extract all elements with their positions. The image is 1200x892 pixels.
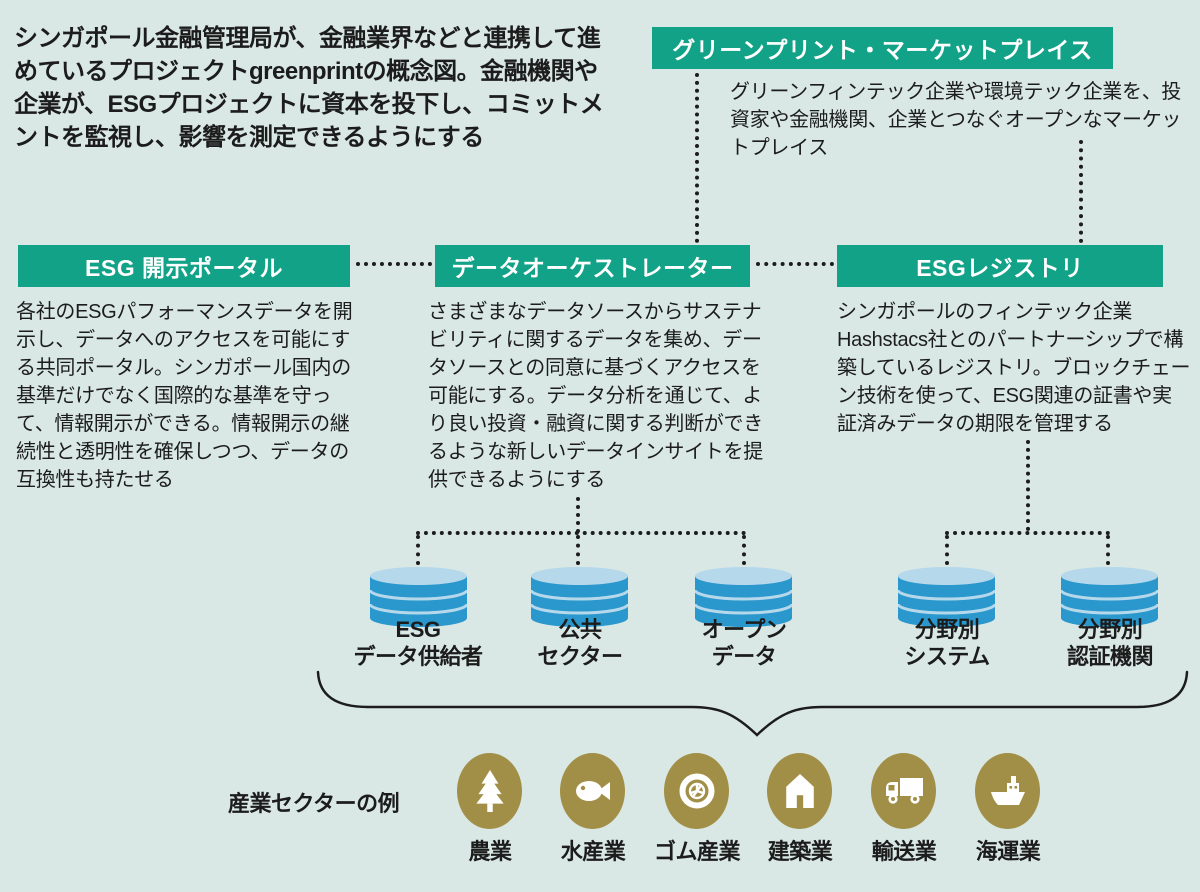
marketplace-header: グリーンプリント・マーケットプレイス xyxy=(652,27,1113,69)
tire-icon xyxy=(679,773,714,809)
dotted-connector-marketplace-orchestrator xyxy=(695,73,699,243)
dotted-connector-orchestrator-registry xyxy=(756,262,834,266)
database-icon xyxy=(529,566,630,628)
data-orchestrator-title: データオーケストレーター xyxy=(451,255,734,281)
dotted-drop-sector-system xyxy=(945,535,949,565)
dotted-connector-portal-orchestrator xyxy=(356,262,432,266)
intro-text: シンガポール金融管理局が、金融業界などと連携して進めているプロジェクトgreen… xyxy=(14,25,604,151)
database-label-open-data: オープン データ xyxy=(701,617,787,669)
sector-shipping xyxy=(975,753,1040,829)
data-orchestrator-description: さまざまなデータソースからサステナビリティに関するデータを集め、データソースとの… xyxy=(428,301,763,491)
ship-icon xyxy=(990,776,1025,805)
tree-icon xyxy=(475,770,504,812)
header-esg-registry: ESGレジストリ xyxy=(837,245,1163,287)
fish-icon xyxy=(575,781,610,801)
sector-rubber xyxy=(664,753,729,829)
dotted-drop-public-sector xyxy=(576,535,580,565)
database-label-sector-system: 分野別 システム xyxy=(904,617,990,669)
dotted-connector-marketplace-registry xyxy=(1079,140,1083,243)
esg-registry-title: ESGレジストリ xyxy=(916,255,1084,281)
esg-portal-description: 各社のESGパフォーマンスデータを開示し、データへのアクセスを可能にする共同ポー… xyxy=(16,301,353,491)
marketplace-description: グリーンフィンテック企業や環境テック企業を、投資家や金融機関、企業とつなぐオープ… xyxy=(730,81,1182,159)
house-icon xyxy=(785,774,814,808)
sector-label-construction: 建築業 xyxy=(767,839,833,864)
sector-label-rubber: ゴム産業 xyxy=(653,839,741,864)
dotted-branch-registry xyxy=(945,531,1110,535)
header-data-orchestrator: データオーケストレーター xyxy=(435,245,750,287)
sector-label-transport: 輸送業 xyxy=(871,839,937,864)
sector-fisheries xyxy=(560,753,625,829)
database-icon xyxy=(693,566,794,628)
database-label-public-sector: 公共 セクター xyxy=(537,617,623,669)
esg-portal-title: ESG 開示ポータル xyxy=(85,255,283,281)
sector-label-fisheries: 水産業 xyxy=(560,839,626,864)
truck-icon xyxy=(885,778,923,804)
database-label-sector-certifier: 分野別 認証機関 xyxy=(1066,617,1154,669)
dotted-connector-orchestrator-down xyxy=(576,497,580,533)
dotted-connector-registry-down xyxy=(1026,440,1030,531)
dotted-drop-open-data xyxy=(742,535,746,565)
header-esg-portal: ESG 開示ポータル xyxy=(18,245,350,287)
industry-examples-label: 産業セクターの例 xyxy=(228,791,400,816)
dotted-drop-esg-provider xyxy=(416,535,420,565)
dotted-branch-orchestrator xyxy=(416,531,746,535)
marketplace-title: グリーンプリント・マーケットプレイス xyxy=(672,37,1093,63)
database-icon xyxy=(368,566,469,628)
sector-agriculture xyxy=(457,753,522,829)
curly-brace xyxy=(310,666,1195,747)
database-icon xyxy=(896,566,997,628)
sector-label-agriculture: 農業 xyxy=(468,839,512,864)
sector-transport xyxy=(871,753,936,829)
sector-construction xyxy=(767,753,832,829)
database-icon xyxy=(1059,566,1160,628)
esg-registry-description: シンガポールのフィンテック企業Hashstacs社とのパートナーシップで構築して… xyxy=(837,301,1191,435)
dotted-drop-sector-certifier xyxy=(1106,535,1110,565)
sector-label-shipping: 海運業 xyxy=(975,839,1041,864)
database-label-esg-provider: ESG データ供給者 xyxy=(353,617,483,669)
